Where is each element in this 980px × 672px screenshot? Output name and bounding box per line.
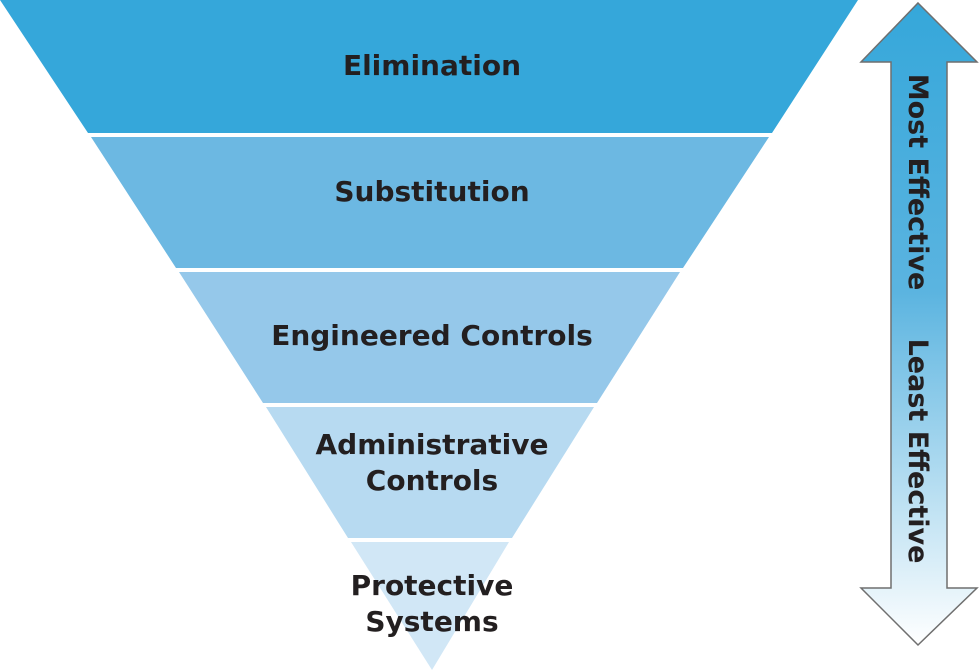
tier-substitution-label: Substitution — [334, 175, 529, 208]
least-effective-label: Least Effective — [902, 339, 933, 564]
tier-substitution-shape — [91, 137, 769, 268]
double-arrow-icon — [859, 1, 979, 647]
tier-engineered-controls-label: Engineered Controls — [271, 319, 593, 352]
tier-administrative-controls-shape — [266, 407, 594, 538]
most-effective-label: Most Effective — [902, 74, 933, 291]
tier-administrative-controls-label-line1: Administrative — [316, 428, 549, 461]
tier-protective-systems-shape — [351, 542, 509, 670]
pyramid: Elimination Substitution Engineered Cont… — [0, 0, 858, 670]
tier-elimination-label: Elimination — [343, 49, 521, 82]
effectiveness-arrow: Most Effective Least Effective — [859, 1, 979, 647]
tier-elimination-shape — [0, 0, 858, 133]
tier-administrative-controls-label-line2: Controls — [366, 464, 498, 497]
tier-engineered-controls-shape — [179, 272, 680, 403]
tier-protective-systems-label-line2: Systems — [365, 605, 498, 638]
tier-protective-systems-label-line1: Protective — [351, 569, 514, 602]
